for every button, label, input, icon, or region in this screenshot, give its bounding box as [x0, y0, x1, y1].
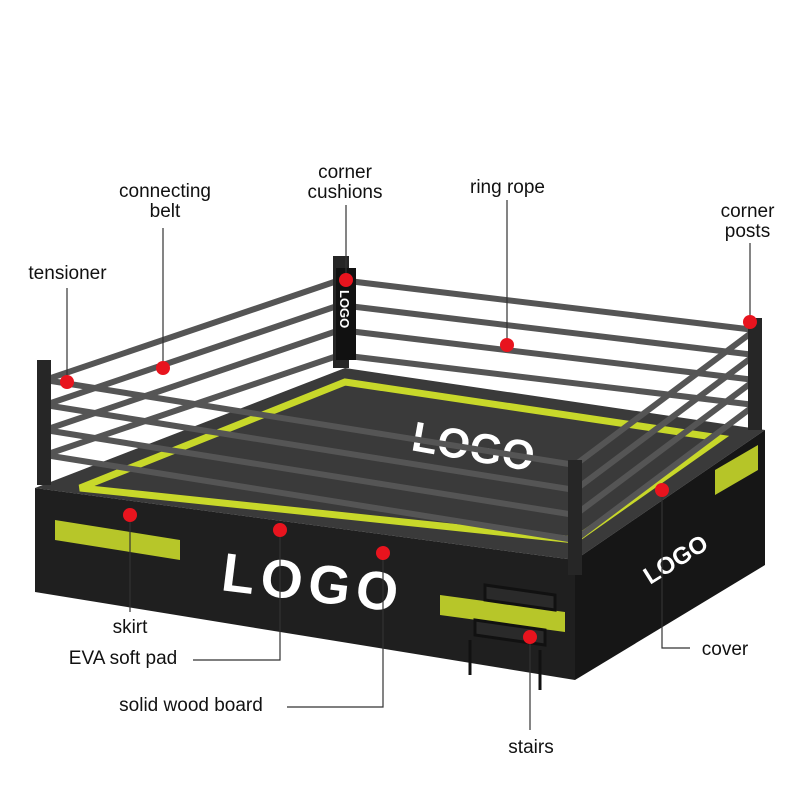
marker-skirt — [123, 508, 137, 522]
front-skirt — [35, 488, 575, 680]
marker-corner-cushions — [339, 273, 353, 287]
mat-accent-border — [78, 378, 730, 544]
marker-solid-wood-board — [376, 546, 390, 560]
ring-ropes — [42, 277, 758, 543]
label-ring-rope: ring rope — [470, 177, 545, 198]
label-eva-soft-pad: EVA soft pad — [68, 648, 178, 669]
corner-cushion — [336, 268, 356, 360]
label-stairs: stairs — [508, 737, 554, 758]
label-corner-cushions: corner cushions — [307, 162, 383, 203]
label-tensioner: tensioner — [28, 263, 107, 284]
marker-connecting-belt — [156, 361, 170, 375]
front-stripes-left — [55, 520, 180, 560]
label-connecting-belt: connecting belt — [119, 181, 211, 222]
label-solid-wood-board: solid wood board — [119, 695, 263, 716]
label-corner-posts: corner posts — [720, 201, 775, 242]
front-stripes-right — [440, 595, 565, 632]
marker-tensioner — [60, 375, 74, 389]
marker-stairs — [523, 630, 537, 644]
label-skirt: skirt — [112, 617, 148, 638]
marker-eva-soft-pad — [273, 523, 287, 537]
leader-lines — [66, 200, 751, 730]
side-stripes — [715, 445, 758, 495]
marker-corner-posts — [743, 315, 757, 329]
marker-dots — [60, 273, 757, 644]
label-cover: cover — [701, 639, 749, 660]
corner-cushion-logo: LOGO — [337, 290, 352, 328]
marker-cover — [655, 483, 669, 497]
marker-ring-rope — [500, 338, 514, 352]
